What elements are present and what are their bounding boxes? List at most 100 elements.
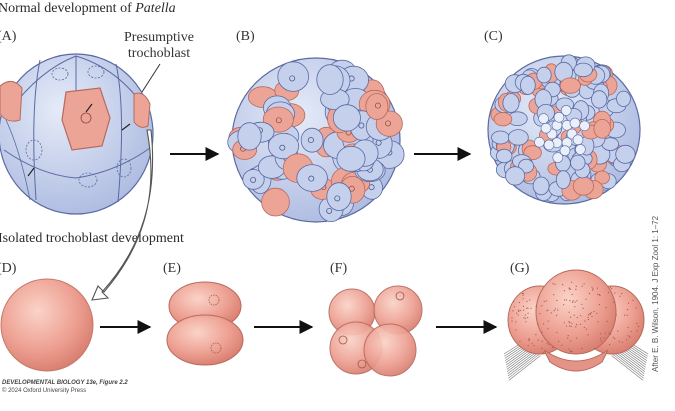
stipple-dot <box>569 350 572 352</box>
trochoblast-cell <box>593 119 611 139</box>
stipple-dot <box>518 309 520 311</box>
annotation-line-2: trochoblast <box>127 46 191 61</box>
normal-development-heading: Normal development of Patella <box>0 2 176 16</box>
cell <box>615 144 636 164</box>
stipple-dot <box>522 292 524 295</box>
stipple-dot <box>571 293 573 296</box>
stipple-dot <box>511 317 513 319</box>
stipple-dot <box>568 311 570 313</box>
stipple-dot <box>547 328 549 330</box>
stipple-dot <box>588 314 590 316</box>
isolated-cell-d <box>0 278 94 372</box>
isolation-arrow <box>91 129 154 301</box>
stipple-dot <box>613 301 615 303</box>
apical-cell <box>560 105 572 116</box>
stipple-dot <box>636 322 638 324</box>
stipple-dot <box>576 337 578 339</box>
stipple-dot <box>627 302 630 304</box>
stipple-dot <box>547 320 549 322</box>
stipple-dot <box>513 306 516 308</box>
stipple-dot <box>599 333 602 335</box>
stipple-dot <box>636 330 638 332</box>
stipple-dot <box>587 334 589 336</box>
stipple-dot <box>575 285 577 287</box>
stipple-dot <box>546 310 548 312</box>
trochoblast-cell <box>594 170 610 185</box>
stipple-dot <box>614 292 616 294</box>
stipple-dot <box>571 350 573 352</box>
stipple-dot <box>568 287 570 289</box>
cell <box>296 164 328 192</box>
stipple-dot <box>591 315 593 318</box>
stipple-dot <box>581 285 583 287</box>
embryo-b <box>227 57 405 223</box>
embryo-a <box>0 53 154 215</box>
embryo-c <box>487 54 641 205</box>
stipple-dot <box>564 299 566 301</box>
cell-nucleus <box>358 122 365 129</box>
cell <box>496 148 513 164</box>
panel-label-c: (C) <box>484 29 503 44</box>
stipple-dot <box>518 301 521 304</box>
stipple-dot <box>626 309 629 311</box>
stipple-dot <box>608 291 610 294</box>
stipple-dot <box>518 310 520 313</box>
panel-label-b: (B) <box>236 29 255 44</box>
stipple-dot <box>629 335 631 337</box>
stipple-dot <box>576 324 578 326</box>
stipple-dot <box>541 305 543 307</box>
cell <box>277 61 310 92</box>
stipple-dot <box>605 307 607 309</box>
heading-prefix: Normal development of <box>0 1 136 16</box>
stipple-dot <box>539 312 541 315</box>
panel-label-d: (D) <box>0 261 17 276</box>
stipple-dot <box>541 331 543 333</box>
trochoblast-cell <box>559 77 581 94</box>
stipple-dot <box>585 328 588 330</box>
stipple-dot <box>562 284 564 286</box>
stipple-dot <box>533 345 535 347</box>
apical-cell <box>540 122 552 134</box>
panel-label-g: (G) <box>510 261 530 276</box>
stipple-dot <box>554 308 557 310</box>
cell-nucleus <box>289 75 296 82</box>
stipple-dot <box>594 347 596 349</box>
stipple-dot <box>527 344 529 347</box>
stipple-dot <box>599 294 601 297</box>
cell-nucleus <box>275 117 282 124</box>
stipple-dot <box>621 293 623 295</box>
stipple-dot <box>547 309 549 311</box>
stipple-dot <box>541 340 543 342</box>
apical-cell <box>572 134 584 146</box>
stipple-dot <box>523 309 525 311</box>
stipple-dot <box>585 298 587 300</box>
cell <box>502 93 520 113</box>
stipple-dot <box>576 316 578 319</box>
cell <box>267 133 300 160</box>
stipple-dot <box>553 310 555 312</box>
stipple-dot <box>527 316 529 319</box>
stipple-dot <box>519 309 521 312</box>
stipple-dot <box>611 288 613 290</box>
cell-nucleus <box>308 175 315 182</box>
stipple-dot <box>524 314 526 316</box>
stipple-dot <box>596 312 598 314</box>
cell-nucleus <box>326 207 333 214</box>
stipple-dot <box>522 305 525 307</box>
stipple-dot <box>571 322 573 324</box>
stipple-dot <box>592 288 594 290</box>
cell-nucleus <box>385 120 392 127</box>
stipple-dot <box>581 303 583 305</box>
stipple-dot <box>552 346 554 348</box>
trochoblast-cell <box>493 112 513 127</box>
stipple-dot <box>543 300 545 303</box>
stipple-dot <box>573 314 575 316</box>
stipple-dot <box>524 317 527 319</box>
isolated-cells-f <box>328 285 423 377</box>
stipple-dot <box>608 332 610 334</box>
cilium <box>612 354 644 379</box>
stipple-dot <box>627 335 629 337</box>
stipple-dot <box>589 313 591 315</box>
stipple-dot <box>523 317 525 319</box>
